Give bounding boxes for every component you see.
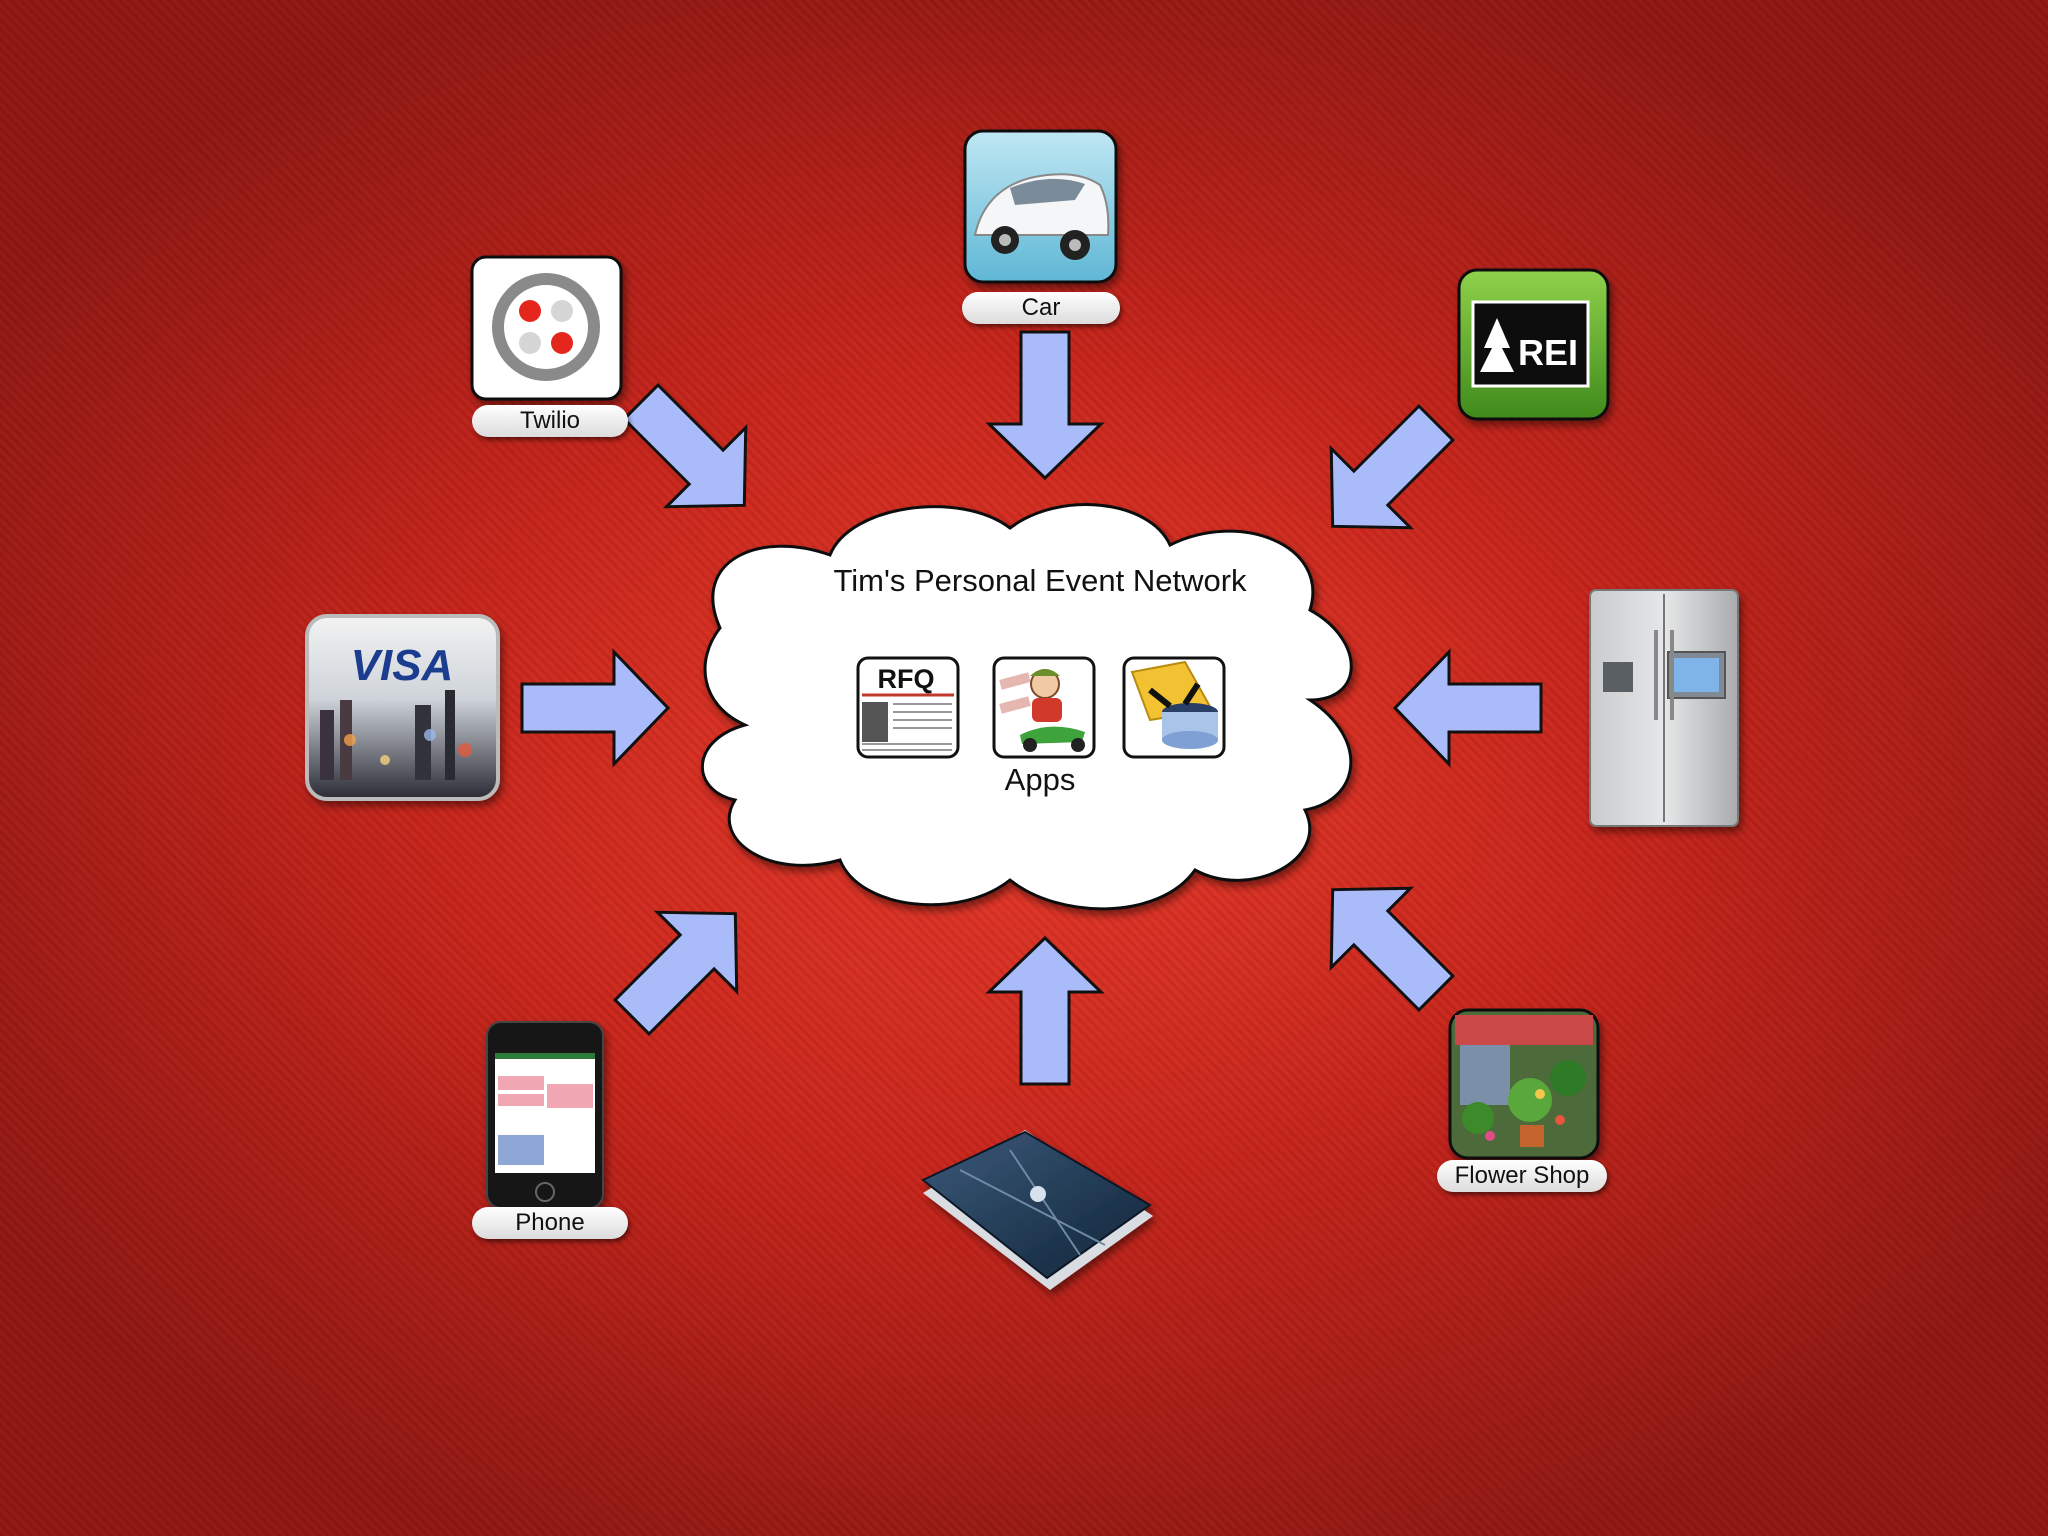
twilio-logo-icon (470, 255, 623, 401)
scale-tracker-app-icon (1122, 656, 1226, 759)
network-title: Tim's Personal Event Network (833, 563, 1247, 598)
rei-brand-text: REI (1518, 332, 1578, 373)
flower-shop-icon (1448, 1008, 1600, 1160)
rfq-brand-text: RFQ (878, 664, 935, 694)
arrow-from-twilio (599, 360, 786, 547)
car-label: Car (962, 292, 1120, 324)
arrow-from-refrigerator (1393, 650, 1543, 766)
apps-label: Apps (1004, 762, 1076, 797)
visa-brand-text: VISA (351, 641, 454, 690)
pizza-delivery-app-icon (992, 656, 1096, 759)
bathroom-scale-icon (921, 1130, 1153, 1290)
twilio-label: Twilio (472, 405, 628, 437)
car-icon (963, 129, 1118, 284)
arrow-from-flower-shop (1291, 848, 1478, 1035)
rei-logo-icon: REI (1457, 268, 1610, 421)
arrow-from-car (987, 330, 1103, 480)
visa-card-icon: VISA (305, 614, 500, 801)
arrow-from-phone (590, 872, 777, 1059)
arrow-from-visa (520, 650, 670, 766)
rfq-app-icon: RFQ (856, 656, 960, 759)
arrow-from-scale (987, 936, 1103, 1086)
flower-shop-label: Flower Shop (1437, 1160, 1607, 1192)
arrow-from-rei (1291, 381, 1478, 568)
refrigerator-icon (1589, 589, 1739, 827)
phone-label: Phone (472, 1207, 628, 1239)
phone-calendar-icon (486, 1021, 604, 1209)
